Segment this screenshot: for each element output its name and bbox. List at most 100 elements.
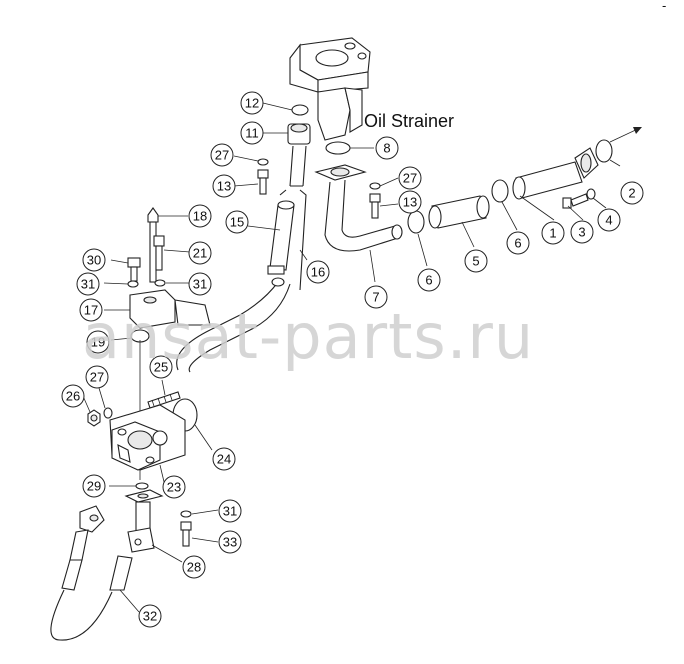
callout-label: 31 <box>193 277 207 292</box>
hose-15 <box>267 200 295 275</box>
bolt-13-right <box>369 193 381 219</box>
callout-circle <box>210 143 234 167</box>
callout-circle <box>364 285 388 309</box>
callout-group: 1234566781112131315161718192123242526272… <box>61 91 644 628</box>
callout-label: 25 <box>154 360 168 375</box>
washer-27-left <box>257 158 269 166</box>
callout-circle <box>212 447 236 471</box>
callout-label: 18 <box>193 209 207 224</box>
callout-label: 21 <box>193 246 207 261</box>
callout-label: 17 <box>84 303 98 318</box>
callout-label: 24 <box>217 452 231 467</box>
bolt-13-left <box>257 169 269 195</box>
callout-label: 7 <box>372 290 379 305</box>
callout-c16: 16 <box>306 260 330 284</box>
callout-label: 11 <box>245 126 259 141</box>
washer-27-pump <box>103 407 113 419</box>
callout-circle <box>212 174 236 198</box>
gasket-2 <box>595 139 613 163</box>
callout-circle <box>86 330 110 354</box>
callout-c27b: 27 <box>398 166 422 190</box>
callout-circle <box>82 474 106 498</box>
callout-label: 12 <box>245 96 259 111</box>
callout-label: 32 <box>143 609 157 624</box>
callout-c29: 29 <box>82 474 106 498</box>
callout-c13a: 13 <box>212 174 236 198</box>
callout-c30: 30 <box>82 248 106 272</box>
callout-circle <box>375 136 399 160</box>
callout-circle <box>464 249 488 273</box>
callout-circle <box>570 220 594 244</box>
callout-label: 1 <box>549 226 556 241</box>
leader-lines <box>82 102 621 613</box>
callout-c11: 11 <box>240 121 264 145</box>
callout-c23: 23 <box>162 475 186 499</box>
hose-end-fitting <box>271 277 285 287</box>
callout-label: 31 <box>223 504 237 519</box>
callout-c25: 25 <box>149 355 173 379</box>
callout-circle <box>240 91 264 115</box>
callout-circle <box>82 248 106 272</box>
callout-c6b: 6 <box>506 231 530 255</box>
callout-circle <box>79 298 103 322</box>
callout-circle <box>398 166 422 190</box>
callout-c19: 19 <box>86 330 110 354</box>
hose-5 <box>428 195 490 229</box>
callout-circle <box>76 272 100 296</box>
callout-label: 5 <box>472 254 479 269</box>
callout-circle <box>61 384 85 408</box>
callout-c31c: 31 <box>218 499 242 523</box>
callout-c31b: 31 <box>188 272 212 296</box>
hose-clamp-6-right <box>491 179 509 203</box>
callout-c7: 7 <box>364 285 388 309</box>
callout-circle <box>218 530 242 554</box>
callout-c21: 21 <box>188 241 212 265</box>
elbow-fitting-11 <box>287 123 311 145</box>
corner-mark: - <box>662 0 666 13</box>
callout-circle <box>162 475 186 499</box>
callout-circle <box>218 499 242 523</box>
callout-c28: 28 <box>182 555 206 579</box>
callout-label: 16 <box>311 265 325 280</box>
callout-label: 6 <box>425 273 432 288</box>
callout-label: 4 <box>605 213 612 228</box>
callout-c18: 18 <box>188 204 212 228</box>
callout-label: 3 <box>578 225 585 240</box>
pipe-1 <box>512 147 599 200</box>
bolt-33 <box>180 521 192 547</box>
callout-label: 19 <box>91 335 105 350</box>
callout-circle <box>597 208 621 232</box>
hydraulic-pump-23 <box>109 404 186 471</box>
hose-clamp-6-left <box>407 210 425 234</box>
callout-c3: 3 <box>570 220 594 244</box>
callout-circle <box>541 221 565 245</box>
callout-label: 2 <box>628 186 635 201</box>
o-ring-29 <box>135 482 149 490</box>
callout-label: 31 <box>81 277 95 292</box>
bolt-18 <box>147 207 159 283</box>
callout-label: 13 <box>217 179 231 194</box>
callout-circle <box>188 241 212 265</box>
callout-label: 27 <box>215 148 229 163</box>
adapter-block-17 <box>129 289 211 329</box>
oil-strainer-housing <box>289 37 371 141</box>
flow-arrow-head <box>633 127 642 134</box>
o-ring-8 <box>325 141 351 155</box>
callout-c31a: 31 <box>76 272 100 296</box>
callout-circle <box>506 231 530 255</box>
callout-c24: 24 <box>212 447 236 471</box>
callout-circle <box>240 121 264 145</box>
callout-c32: 32 <box>138 604 162 628</box>
callout-label: 27 <box>90 370 104 385</box>
callout-c17: 17 <box>79 298 103 322</box>
callout-c1: 1 <box>541 221 565 245</box>
callout-c8: 8 <box>375 136 399 160</box>
oil-strainer-title: Oil Strainer <box>364 111 454 131</box>
callout-label: 30 <box>87 253 101 268</box>
callout-circle <box>149 355 173 379</box>
callout-c27c: 27 <box>85 365 109 389</box>
callout-circle <box>225 210 249 234</box>
bolt-3 <box>562 193 589 209</box>
callout-c27a: 27 <box>210 143 234 167</box>
